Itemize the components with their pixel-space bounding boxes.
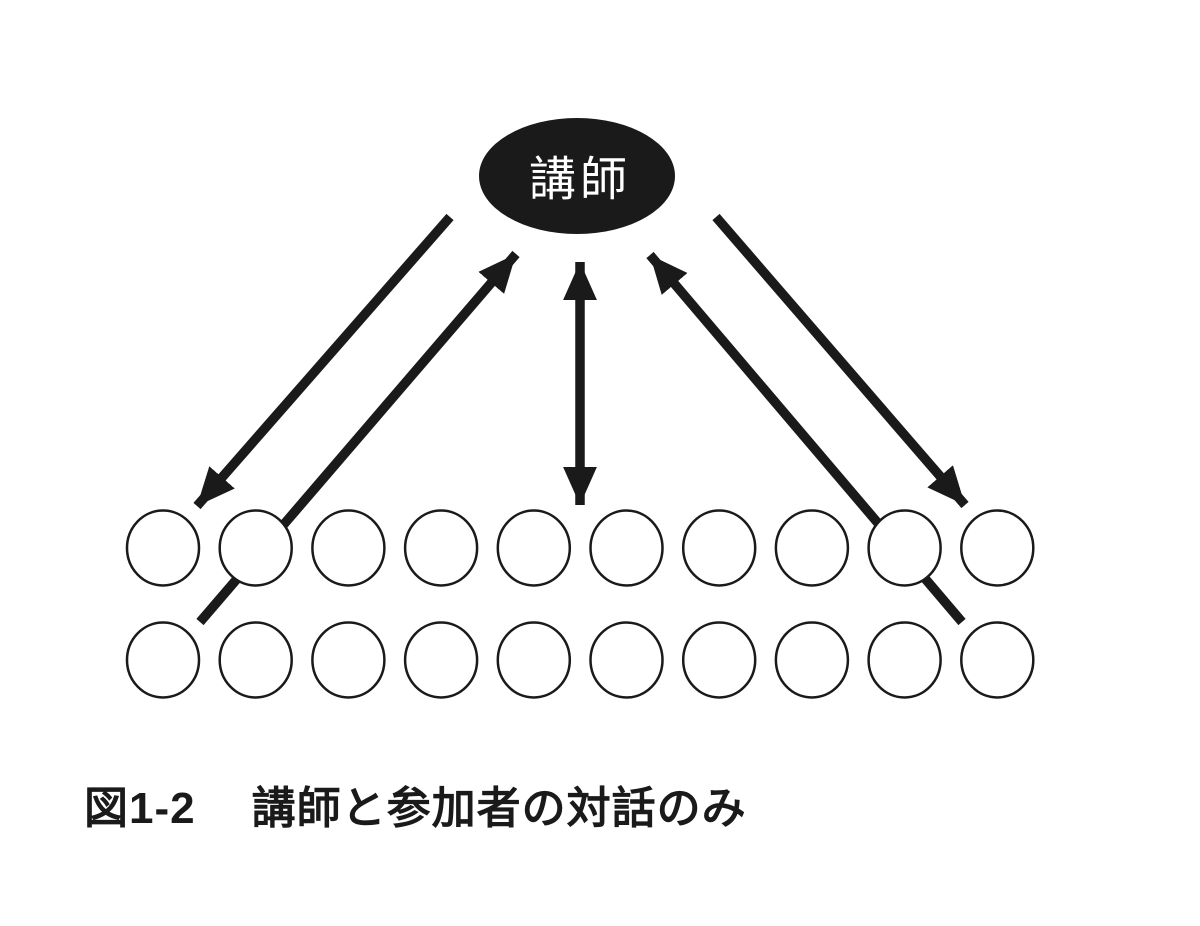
participant-circle bbox=[774, 621, 850, 699]
participant-circle bbox=[218, 509, 293, 587]
figure-title: 講師と参加者の対話のみ bbox=[251, 784, 747, 833]
participant-circle bbox=[496, 621, 572, 699]
instructor-label: 講師 bbox=[529, 153, 631, 206]
participant-circle bbox=[589, 509, 664, 587]
communication-arrows bbox=[193, 213, 969, 626]
participant-circle bbox=[218, 621, 293, 699]
figure-caption: 図1-2 講師と参加者の対話のみ bbox=[84, 772, 747, 836]
participant-circle bbox=[311, 509, 386, 587]
participant-circle bbox=[125, 509, 201, 587]
participant-circle bbox=[589, 621, 664, 699]
arrow-left-outer bbox=[193, 213, 454, 510]
instructor-node bbox=[479, 118, 675, 234]
participant-circle bbox=[867, 509, 942, 587]
participant-circle bbox=[125, 621, 201, 699]
participant-circle bbox=[496, 509, 572, 587]
participant-circle bbox=[403, 509, 479, 587]
participant-circle bbox=[960, 621, 1035, 699]
participant-circle bbox=[403, 621, 479, 699]
participant-circles bbox=[125, 509, 1035, 699]
arrow-right-outer bbox=[712, 213, 969, 509]
participant-circle bbox=[960, 509, 1035, 587]
figure-number: 図1-2 bbox=[84, 784, 196, 833]
participant-circle bbox=[867, 621, 942, 699]
participant-circle bbox=[774, 509, 850, 587]
participant-circle bbox=[311, 621, 386, 699]
participant-circle bbox=[681, 621, 757, 699]
participant-circle bbox=[681, 509, 757, 587]
